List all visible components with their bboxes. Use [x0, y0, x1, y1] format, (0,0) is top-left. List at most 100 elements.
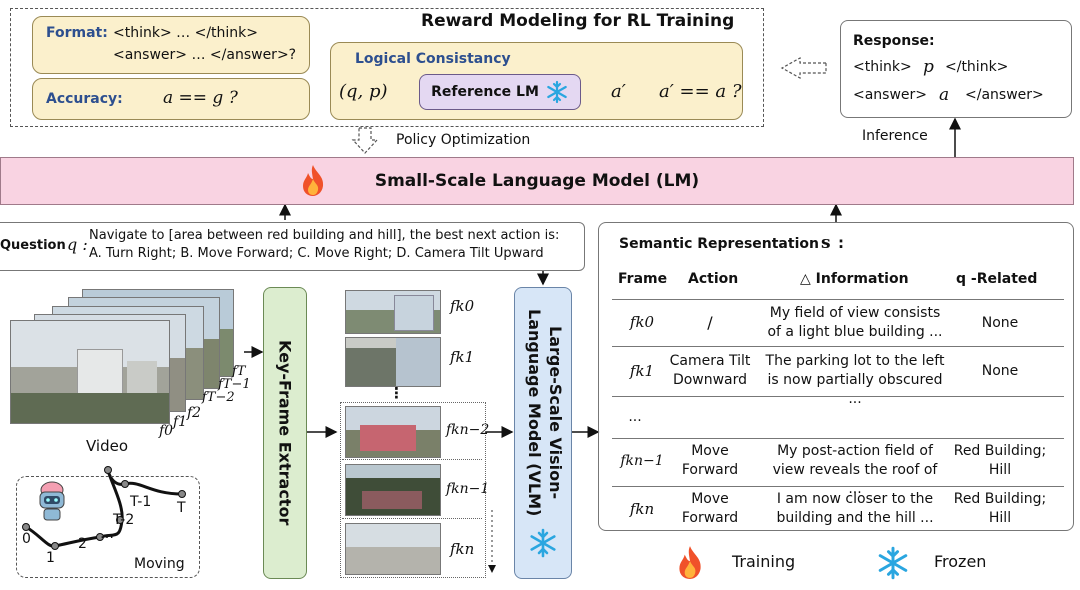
- question-var: q :: [67, 235, 88, 254]
- header-action: Action: [688, 271, 739, 287]
- question-line-2: A. Turn Right; B. Move Forward; C. Move …: [89, 246, 544, 261]
- keyframe-image: [345, 337, 441, 387]
- row-q-related: None: [981, 315, 1019, 331]
- frame-label-f1: f1: [173, 414, 188, 430]
- keyframe-label-kn-1: fkn−1: [446, 481, 490, 497]
- reward-modeling-title: Reward Modeling for RL Training: [421, 11, 735, 31]
- frame-label-f0: f0: [159, 423, 174, 439]
- building-shape: [394, 295, 434, 331]
- selected-keyframes-group: [340, 402, 486, 578]
- trajectory-point-dots: …: [100, 526, 114, 542]
- row-action: Move Forward: [681, 443, 739, 478]
- frame-label-fT: fT: [232, 364, 246, 379]
- semantic-symbol: s: [821, 233, 831, 253]
- row-action: /: [707, 313, 713, 332]
- row-q-related: None: [981, 363, 1019, 379]
- table-divider: [612, 438, 1064, 439]
- row-information: The parking lot to the left is now parti…: [765, 353, 945, 407]
- header-q-related: q -Related: [956, 271, 1038, 287]
- keyframe-ellipsis: ⋮: [389, 384, 404, 402]
- fire-icon: [679, 546, 701, 579]
- question-box: [0, 222, 585, 271]
- moving-label: Moving: [134, 556, 185, 572]
- row-information: I am now closer to the building and the …: [776, 491, 934, 526]
- legend-training-label: Training: [732, 552, 796, 571]
- response-title: Response:: [853, 33, 935, 49]
- video-label: Video: [86, 437, 129, 455]
- table-divider: [612, 346, 1064, 347]
- response-to-reward-arrow: [780, 56, 827, 80]
- red-building-shape: [360, 425, 416, 451]
- building-shape: [396, 338, 440, 386]
- logical-consistency-label: Logical Consistancy: [355, 51, 511, 67]
- accuracy-label: Accuracy:: [46, 91, 123, 107]
- trajectory-point-0: 0: [22, 531, 31, 547]
- robot-icon: [39, 481, 65, 521]
- table-divider: [612, 486, 1064, 487]
- fire-icon: [303, 165, 324, 196]
- response-think-close: </think>: [945, 59, 1009, 75]
- video-frame: [10, 320, 170, 424]
- keyframe-label-kn-2: fkn−2: [446, 422, 490, 438]
- policy-optimization-label: Policy Optimization: [396, 132, 531, 148]
- format-reward-box: Format: <think> … </think> <answer> … </…: [32, 16, 310, 74]
- response-answer-var: a: [939, 85, 950, 105]
- vlm-label: Large-Scale Vision-Language Model (VLM): [525, 309, 565, 517]
- response-answer-close: </answer>: [965, 87, 1044, 103]
- header-information: △ Information: [800, 271, 909, 287]
- row-q-related: Red Building; Hill: [953, 443, 1047, 478]
- accuracy-reward-box: Accuracy: a == g ?: [32, 78, 310, 120]
- trajectory-points: [22, 466, 186, 550]
- frame-label-fT-2: fT−2: [202, 390, 235, 405]
- semantic-colon: :: [838, 234, 844, 252]
- row-information: My field of view consists of a light blu…: [767, 305, 943, 340]
- row-frame: fk0: [629, 313, 655, 331]
- snowflake-icon: [547, 80, 567, 104]
- semantic-title: Semantic Representation: [619, 236, 819, 252]
- row-frame: fkn: [629, 500, 655, 518]
- semantic-representation-panel: [598, 222, 1074, 531]
- keyframe-image: [345, 290, 441, 334]
- inference-label: Inference: [862, 128, 928, 144]
- reference-lm-label: Reference LM: [431, 84, 539, 100]
- row-frame: ...: [628, 409, 642, 425]
- row-frame: fkn−1: [620, 453, 664, 469]
- row-frame: fk1: [629, 362, 655, 380]
- trajectory-point-T-1: T-1: [130, 494, 152, 510]
- logic-a-prime: a′: [611, 81, 626, 102]
- accuracy-expression: a == g ?: [163, 88, 238, 108]
- snowflake-icon: [530, 528, 556, 558]
- logic-consistency-check: a′ == a ?: [659, 81, 742, 102]
- keyframe-label-kn: fkn: [450, 540, 475, 558]
- key-frame-extractor-box: Key-Frame Extractor: [263, 287, 307, 579]
- trajectory-point-2: 2: [78, 536, 87, 552]
- row-information: My post-action field of view reveals the…: [772, 443, 938, 497]
- table-divider: [612, 396, 1064, 397]
- small-scale-lm-bar: Small-Scale Language Model (LM): [0, 157, 1074, 205]
- keyframe-divider: [342, 518, 482, 520]
- vlm-box: Large-Scale Vision-Language Model (VLM): [514, 287, 572, 579]
- frame-label-fT-1: fT−1: [218, 377, 251, 392]
- trajectory-point-T: T: [177, 500, 186, 516]
- response-box: Response: <think> p </think> <answer> a …: [840, 20, 1072, 118]
- policy-optimization-arrow: [351, 127, 379, 154]
- format-line-1: <think> … </think>: [113, 25, 259, 41]
- response-think-var: p: [923, 57, 934, 77]
- keyframe-label-k1: fk1: [450, 348, 475, 366]
- keyframe-image: [345, 406, 441, 458]
- slm-label: Small-Scale Language Model (LM): [374, 171, 700, 191]
- row-action: Camera Tilt Downward: [669, 353, 751, 388]
- keyframe-image: [345, 464, 441, 516]
- keyframe-image: [345, 523, 441, 575]
- row-action: Move Forward: [681, 491, 739, 526]
- keyframe-divider: [342, 459, 482, 461]
- moving-trajectory-box: [16, 476, 200, 578]
- question-line-1: Navigate to [area between red building a…: [89, 228, 560, 243]
- key-frame-extractor-label: Key-Frame Extractor: [275, 340, 295, 526]
- legend-frozen-label: Frozen: [934, 552, 987, 571]
- roof-shape: [362, 491, 422, 509]
- trees-shape: [11, 393, 169, 423]
- frame-label-f2: f2: [187, 405, 202, 421]
- trajectory-point-T-2: T-2: [113, 512, 135, 528]
